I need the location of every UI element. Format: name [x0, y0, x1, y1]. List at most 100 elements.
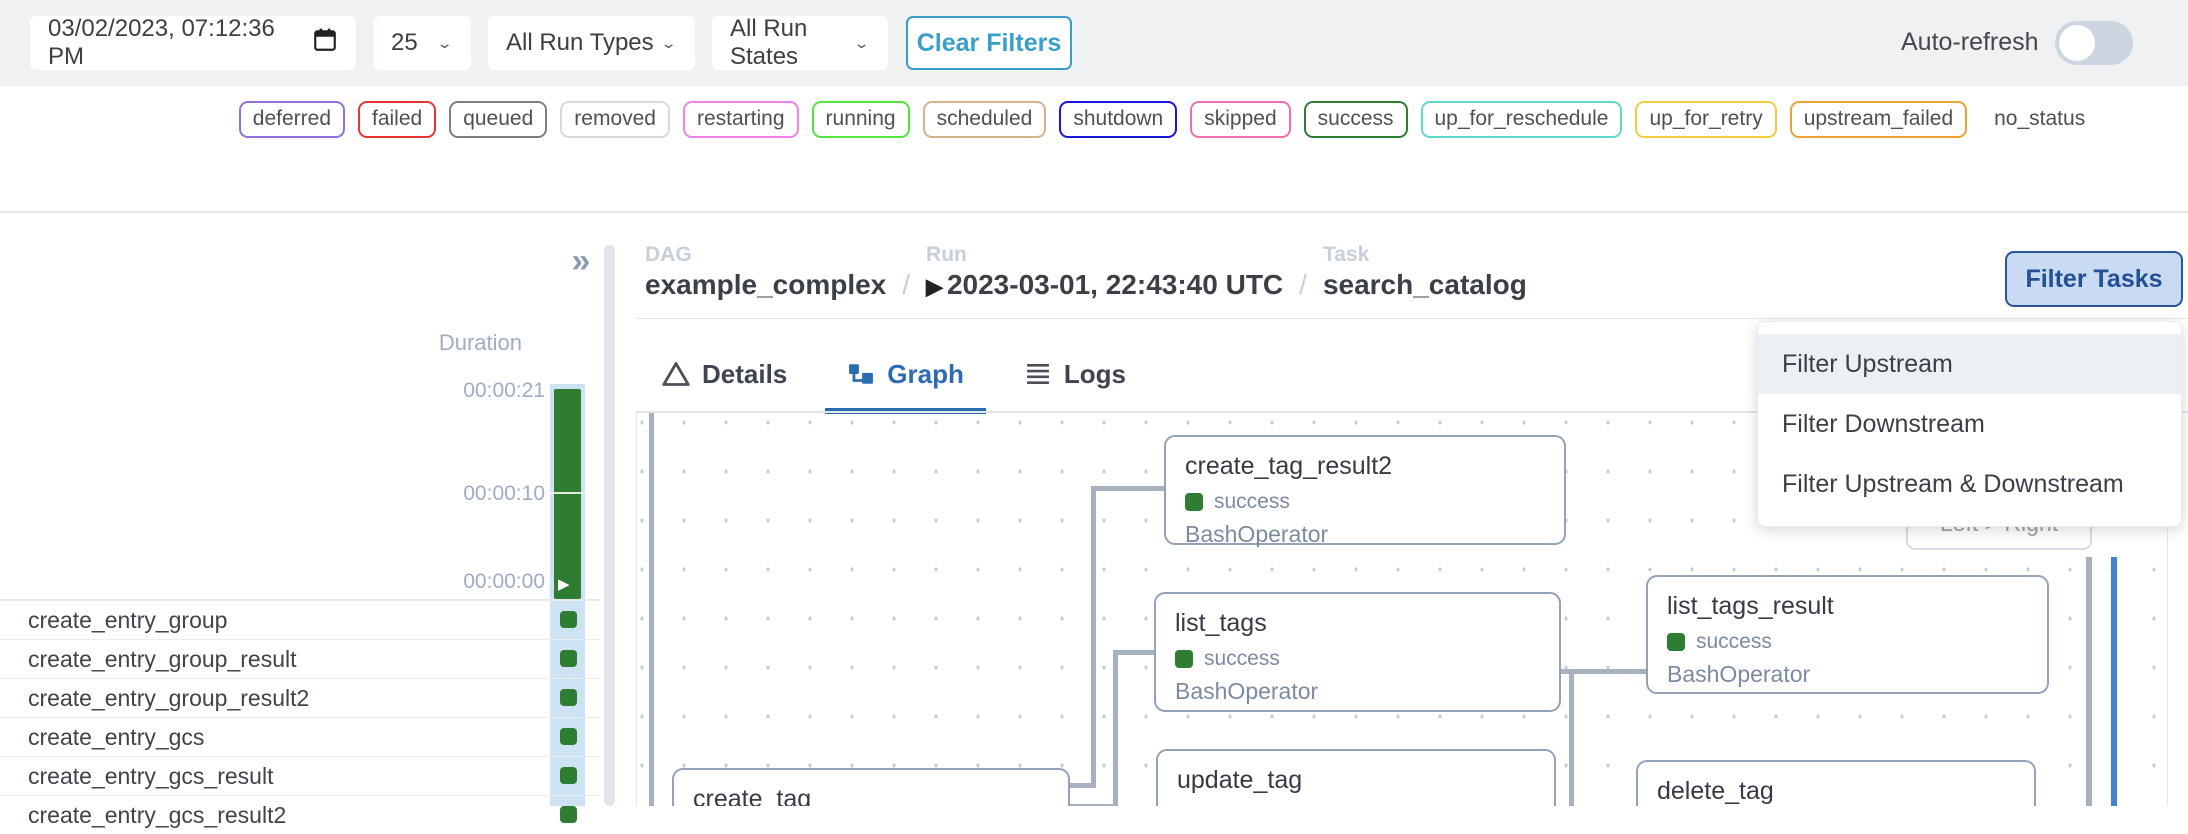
manual-trigger-icon: ▶: [926, 274, 943, 299]
tab-bar-border: [636, 411, 2188, 413]
task-instance-square[interactable]: [560, 806, 577, 823]
breadcrumb-dag: DAG example_complex: [645, 243, 886, 301]
tab-graph[interactable]: Graph: [825, 340, 986, 414]
auto-refresh-toggle[interactable]: [2055, 21, 2133, 65]
graph-edge-selected: [2111, 557, 2117, 806]
clear-filters-button[interactable]: Clear Filters: [906, 16, 1072, 70]
task-row[interactable]: create_entry_gcs: [0, 717, 600, 756]
tab-details[interactable]: Details: [640, 340, 809, 414]
breadcrumb-run: Run ▶2023-03-01, 22:43:40 UTC: [926, 243, 1283, 301]
run-label: Run: [926, 243, 967, 266]
run-states-select[interactable]: All Run States ⌄: [712, 15, 888, 70]
task-value[interactable]: search_catalog: [1322, 269, 1527, 300]
graph-edge: [1070, 783, 1096, 788]
status-badge-up_for_reschedule[interactable]: up_for_reschedule: [1420, 100, 1623, 138]
chevron-down-icon: ⌄: [853, 35, 870, 52]
vertical-scrollbar[interactable]: [604, 245, 615, 806]
page-size-select[interactable]: 25 ⌄: [373, 16, 471, 70]
status-badge-removed[interactable]: removed: [560, 100, 670, 138]
run-types-value: All Run Types: [506, 29, 654, 56]
gridline: [550, 492, 585, 494]
graph-edge: [1561, 669, 1650, 674]
status-badge-shutdown[interactable]: shutdown: [1059, 100, 1178, 138]
chevron-down-icon: ⌄: [660, 35, 677, 52]
status-badge-queued[interactable]: queued: [449, 100, 548, 138]
task-label: Task: [1322, 243, 1370, 266]
page-size-value: 25: [391, 29, 418, 56]
graph-edge: [1091, 486, 1096, 788]
menu-item-filter-downstream[interactable]: Filter Downstream: [1782, 409, 1985, 438]
status-badge-running[interactable]: running: [811, 100, 910, 138]
graph-edge: [649, 413, 654, 806]
status-square: [1175, 650, 1193, 668]
duration-bar[interactable]: [554, 389, 581, 599]
base-date-input[interactable]: 03/02/2023, 07:12:36 PM: [30, 15, 356, 70]
status-badge-scheduled[interactable]: scheduled: [922, 100, 1047, 138]
filter-tasks-button[interactable]: Filter Tasks: [2005, 251, 2183, 307]
task-instance-square[interactable]: [560, 767, 577, 784]
status-badge-skipped[interactable]: skipped: [1190, 100, 1291, 138]
graph-edge: [1070, 804, 1118, 806]
divider: [0, 599, 600, 600]
manual-run-icon: ▶: [558, 576, 570, 593]
graph-edge: [1091, 486, 1166, 491]
menu-item-filter-upstream-downstream[interactable]: Filter Upstream & Downstream: [1782, 469, 2124, 498]
task-row[interactable]: create_entry_gcs_result: [0, 756, 600, 795]
axis-tick: 00:00:00: [463, 570, 545, 593]
task-instance-square[interactable]: [560, 689, 577, 706]
graph-node-create_tag[interactable]: create_tag: [672, 768, 1070, 806]
axis-tick: 00:00:21: [463, 379, 545, 402]
graph-edge: [1113, 650, 1158, 655]
graph-node-update_tag[interactable]: update_tag: [1156, 749, 1556, 806]
breadcrumb-separator: /: [1299, 269, 1307, 300]
status-badge-deferred[interactable]: deferred: [238, 100, 345, 138]
graph-edge: [1569, 669, 1574, 806]
run-types-select[interactable]: All Run Types ⌄: [488, 16, 695, 70]
status-badge-no_status: no_status: [1980, 100, 2100, 138]
status-badge-upstream_failed[interactable]: upstream_failed: [1789, 100, 1968, 138]
divider: [636, 318, 2188, 319]
task-row[interactable]: create_entry_gcs_result2: [0, 795, 600, 834]
divider: [0, 211, 2188, 213]
task-instance-square[interactable]: [560, 611, 577, 628]
axis-tick: 00:00:10: [463, 482, 545, 505]
toggle-knob: [2059, 25, 2095, 61]
task-row[interactable]: create_entry_group: [0, 600, 600, 639]
status-badge-up_for_retry[interactable]: up_for_retry: [1635, 100, 1777, 138]
calendar-icon[interactable]: [312, 27, 338, 60]
task-instance-square[interactable]: [560, 650, 577, 667]
breadcrumb: DAG example_complex / Run ▶2023-03-01, 2…: [645, 243, 1527, 301]
duration-axis-label: Duration: [438, 330, 522, 355]
status-square: [1185, 493, 1203, 511]
status-badge-restarting[interactable]: restarting: [682, 100, 799, 138]
graph-edge: [1113, 650, 1118, 806]
run-value[interactable]: ▶2023-03-01, 22:43:40 UTC: [926, 269, 1284, 300]
graph-node-delete_tag[interactable]: delete_tag: [1636, 760, 2036, 806]
logs-icon: [1024, 362, 1052, 386]
status-legend: deferred failed queued removed restarting run…: [0, 96, 2188, 142]
task-row[interactable]: create_entry_group_result: [0, 639, 600, 678]
task-instance-square[interactable]: [560, 728, 577, 745]
graph-edge: [2086, 557, 2092, 806]
status-badge-failed[interactable]: failed: [358, 100, 437, 138]
menu-item-filter-upstream[interactable]: Filter Upstream: [1758, 334, 2181, 394]
dag-value[interactable]: example_complex: [645, 269, 887, 300]
auto-refresh-label: Auto-refresh: [1901, 28, 2039, 56]
tab-logs[interactable]: Logs: [1002, 340, 1148, 414]
dag-run-column[interactable]: ▶: [550, 384, 585, 599]
task-row[interactable]: create_entry_group_result2: [0, 678, 600, 717]
breadcrumb-task: Task search_catalog: [1323, 243, 1527, 301]
run-states-value: All Run States: [730, 15, 808, 70]
collapse-panel-button[interactable]: »: [571, 242, 591, 280]
breadcrumb-separator: /: [902, 269, 911, 300]
dag-label: DAG: [645, 243, 692, 266]
warning-triangle-icon: [662, 361, 690, 387]
top-toolbar: 03/02/2023, 07:12:36 PM 25 ⌄ All Run Typ…: [0, 0, 2188, 86]
status-badge-success[interactable]: success: [1303, 100, 1408, 138]
